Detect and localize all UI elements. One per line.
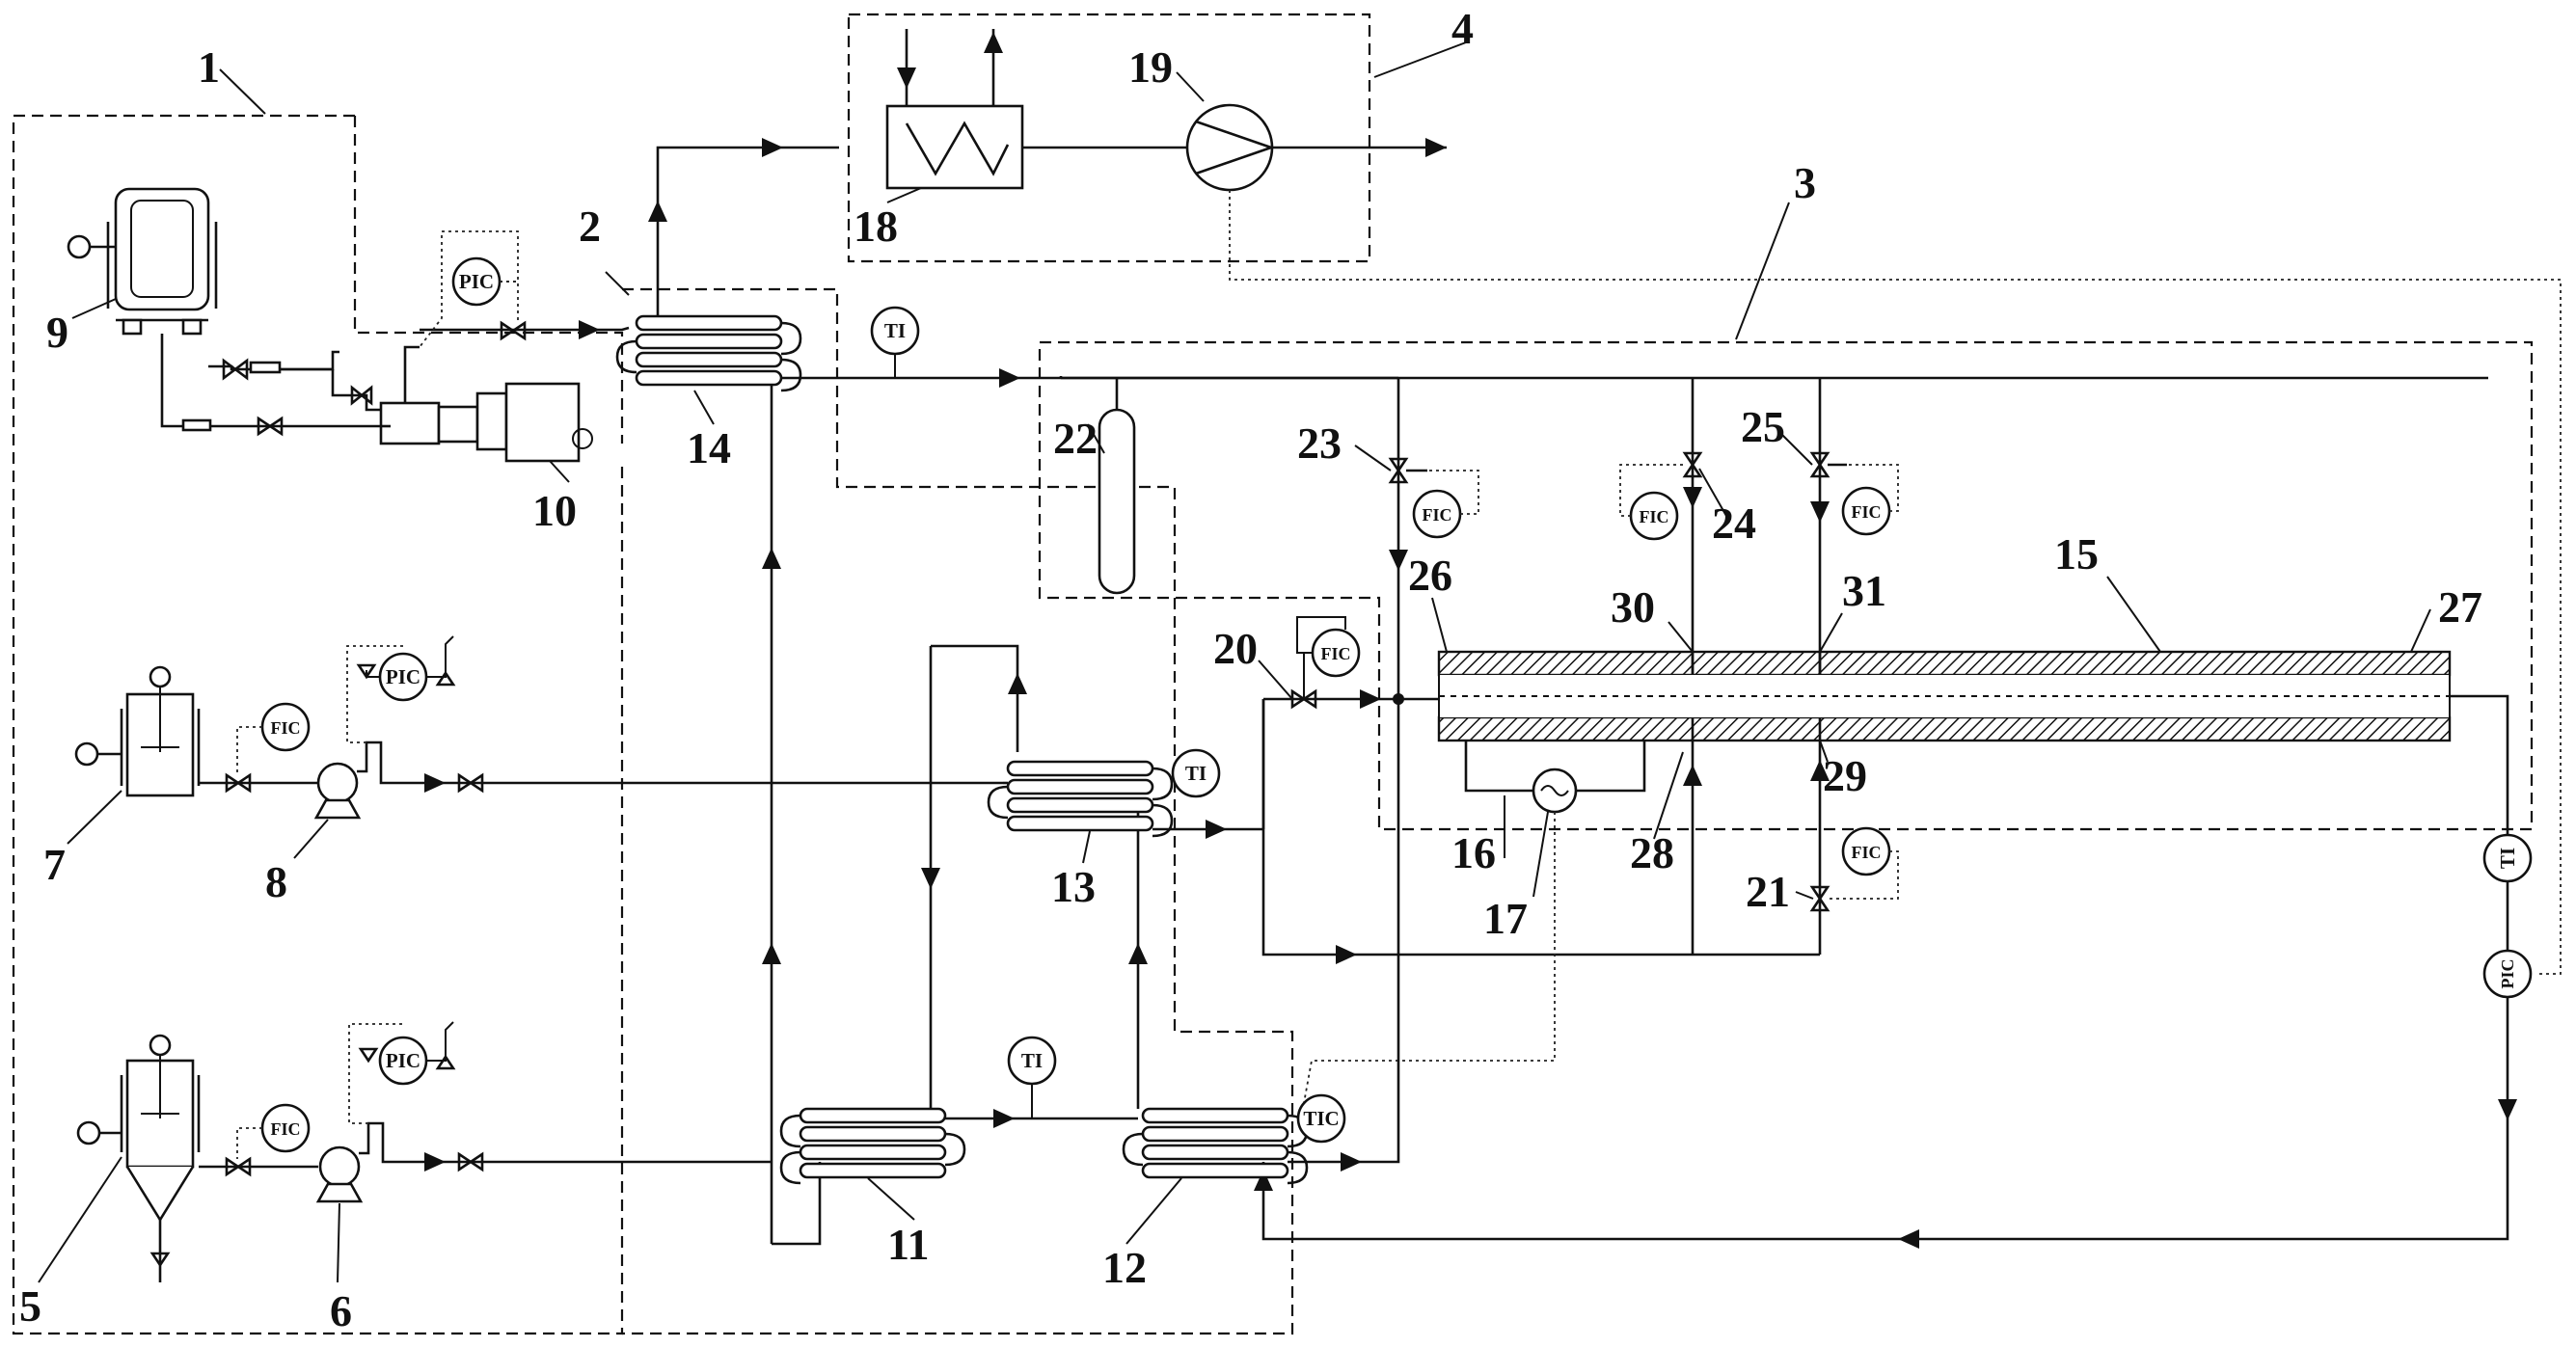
label-8: 8 [265, 857, 287, 906]
vessel-22 [1098, 408, 1136, 595]
fic-controller-20: FIC [1311, 628, 1361, 678]
tubular-reactor-15 [1437, 650, 2452, 742]
label-3: 3 [1794, 158, 1816, 207]
fic-controller-25: FIC [1841, 486, 1891, 536]
heat-exchanger-11 [779, 1107, 966, 1185]
fic-controller-24: FIC [1629, 491, 1679, 541]
pic-label: PIC [2498, 959, 2517, 989]
label-13: 13 [1051, 862, 1096, 911]
tic-controller-12: TIC [1296, 1093, 1346, 1144]
label-21: 21 [1746, 867, 1790, 916]
fic-label: FIC [1640, 507, 1669, 526]
label-5: 5 [19, 1281, 41, 1331]
label-11: 11 [887, 1220, 929, 1269]
fic-label: FIC [1423, 505, 1452, 525]
ti-label: TI [1021, 1049, 1043, 1072]
boundary-3-reactor-system [1038, 340, 2534, 831]
label-16: 16 [1451, 828, 1496, 877]
boundary-2-preheat-system [622, 287, 1294, 1335]
tank-5 [76, 1034, 201, 1282]
pic-controller-10: PIC [451, 256, 502, 307]
tank-7 [74, 665, 201, 797]
number-labels: 1 2 3 4 5 6 7 8 9 10 11 12 13 14 15 16 1… [19, 4, 2482, 1335]
tank-9 [67, 187, 218, 336]
heat-exchanger-13 [987, 760, 1174, 838]
label-26: 26 [1408, 551, 1452, 600]
label-28: 28 [1630, 828, 1674, 877]
pic-label: PIC [386, 1049, 420, 1072]
heat-exchanger-12 [1122, 1107, 1309, 1185]
tic-label: TIC [1303, 1107, 1339, 1130]
ti-indicator-14: TI [870, 306, 920, 356]
label-10: 10 [532, 486, 577, 535]
boundary-1-feed-system [12, 114, 624, 1335]
label-9: 9 [46, 308, 68, 357]
label-18: 18 [854, 202, 898, 251]
label-27: 27 [2438, 582, 2482, 632]
ti-label: TI [1185, 762, 1207, 785]
pump-19 [1185, 103, 1274, 192]
fic-label: FIC [1852, 843, 1882, 862]
ti-indicator-outlet: TI [2482, 833, 2533, 883]
heater-17 [1532, 768, 1578, 814]
label-12: 12 [1102, 1243, 1147, 1292]
label-29: 29 [1823, 751, 1867, 800]
fic-label: FIC [271, 1119, 301, 1139]
label-7: 7 [43, 840, 66, 889]
pic-controller-outlet: PIC [2482, 949, 2533, 999]
heat-exchanger-14 [615, 314, 802, 392]
label-20: 20 [1213, 624, 1258, 673]
valve-9b [257, 416, 284, 437]
label-23: 23 [1297, 418, 1342, 468]
label-25: 25 [1741, 402, 1785, 451]
fic-label: FIC [1321, 644, 1351, 663]
ti-indicator-11: TI [1007, 1036, 1057, 1086]
fic-controller-7: FIC [260, 702, 311, 752]
label-19: 19 [1128, 42, 1173, 92]
compressor-10 [379, 382, 593, 463]
pic-controller-6: PIC [378, 1036, 428, 1086]
fic-label: FIC [1852, 502, 1882, 522]
label-6: 6 [330, 1286, 352, 1335]
pic-label: PIC [459, 270, 494, 293]
pic-controller-8: PIC [378, 652, 428, 702]
pic-label: PIC [386, 665, 420, 688]
ti-label: TI [2496, 848, 2519, 869]
flow-arrow-14-in [579, 320, 600, 339]
label-24: 24 [1712, 498, 1756, 548]
label-17: 17 [1483, 894, 1528, 943]
valve-9a [222, 358, 249, 381]
label-30: 30 [1611, 582, 1655, 632]
label-14: 14 [687, 423, 731, 472]
label-31: 31 [1842, 566, 1886, 615]
label-1: 1 [198, 42, 220, 92]
boundary-4-separation-system [847, 13, 1371, 263]
leader-lines [38, 71, 2431, 1283]
label-2: 2 [579, 202, 601, 251]
ti-label: TI [884, 319, 906, 342]
condenser-18 [885, 104, 1024, 190]
fic-controller-23: FIC [1412, 489, 1462, 539]
label-15: 15 [2054, 529, 2099, 579]
fic-label: FIC [271, 718, 301, 738]
pump-6 [315, 1145, 364, 1203]
fic-controller-5: FIC [260, 1103, 311, 1153]
label-4: 4 [1451, 4, 1474, 53]
fic-controller-21: FIC [1841, 826, 1891, 876]
pump-8 [313, 762, 362, 820]
ti-indicator-13: TI [1171, 748, 1221, 798]
label-22: 22 [1053, 414, 1098, 463]
